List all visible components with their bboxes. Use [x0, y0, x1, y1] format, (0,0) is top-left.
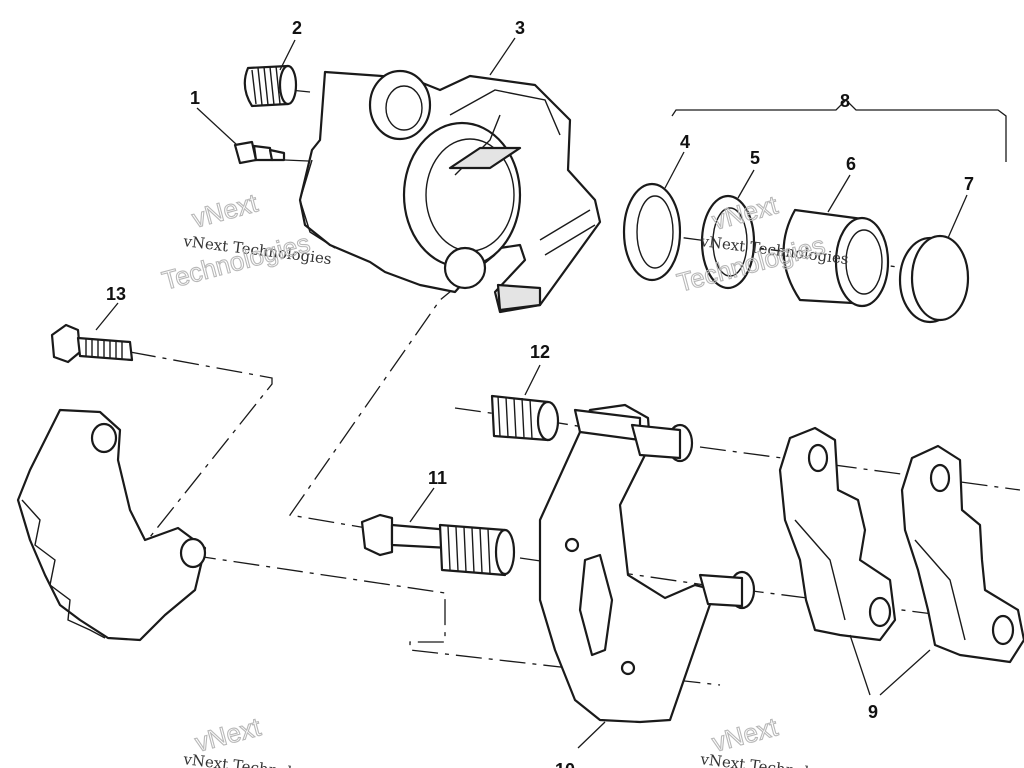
bushing-2 [243, 64, 298, 108]
bushing-12 [490, 394, 560, 442]
callout-1: 1 [190, 88, 200, 108]
bracket-10 [538, 403, 756, 724]
callout-6: 6 [846, 154, 856, 174]
callouts: 1 2 3 4 5 6 7 8 9 10 11 12 13 [106, 18, 974, 768]
watermark-outline-line1: vNext [709, 711, 782, 757]
seal-4 [622, 182, 682, 282]
dust-boot-7 [898, 234, 970, 324]
callout-11: 11 [428, 468, 447, 488]
callout-9: 9 [868, 702, 878, 722]
callout-13: 13 [106, 284, 126, 304]
brake-pad-9a [778, 426, 897, 642]
bolt-13 [50, 323, 134, 364]
callout-7: 7 [964, 174, 974, 194]
mounting-knuckle [16, 408, 207, 642]
callout-4: 4 [680, 132, 690, 152]
callout-5: 5 [750, 148, 760, 168]
watermark-outline-line1: vNext [189, 187, 262, 233]
watermark-3: vNext Technologies vNext [182, 711, 333, 768]
callout-12: 12 [530, 342, 550, 362]
piston-6 [782, 208, 890, 308]
pin-11 [360, 513, 516, 577]
leader-lines [95, 37, 968, 749]
watermark-4: vNext Technologies vNext [699, 711, 850, 768]
caliper-body [298, 69, 602, 314]
seal-5 [700, 194, 756, 290]
callout-2: 2 [292, 18, 302, 38]
callout-3: 3 [515, 18, 525, 38]
callout-8: 8 [840, 91, 850, 111]
brake-pad-9b [900, 444, 1024, 664]
callout-10: 10 [555, 760, 575, 768]
bracket-8-brace [671, 99, 1007, 162]
watermark-outline-line1: vNext [192, 711, 265, 757]
bleeder-valve-1 [233, 140, 286, 165]
